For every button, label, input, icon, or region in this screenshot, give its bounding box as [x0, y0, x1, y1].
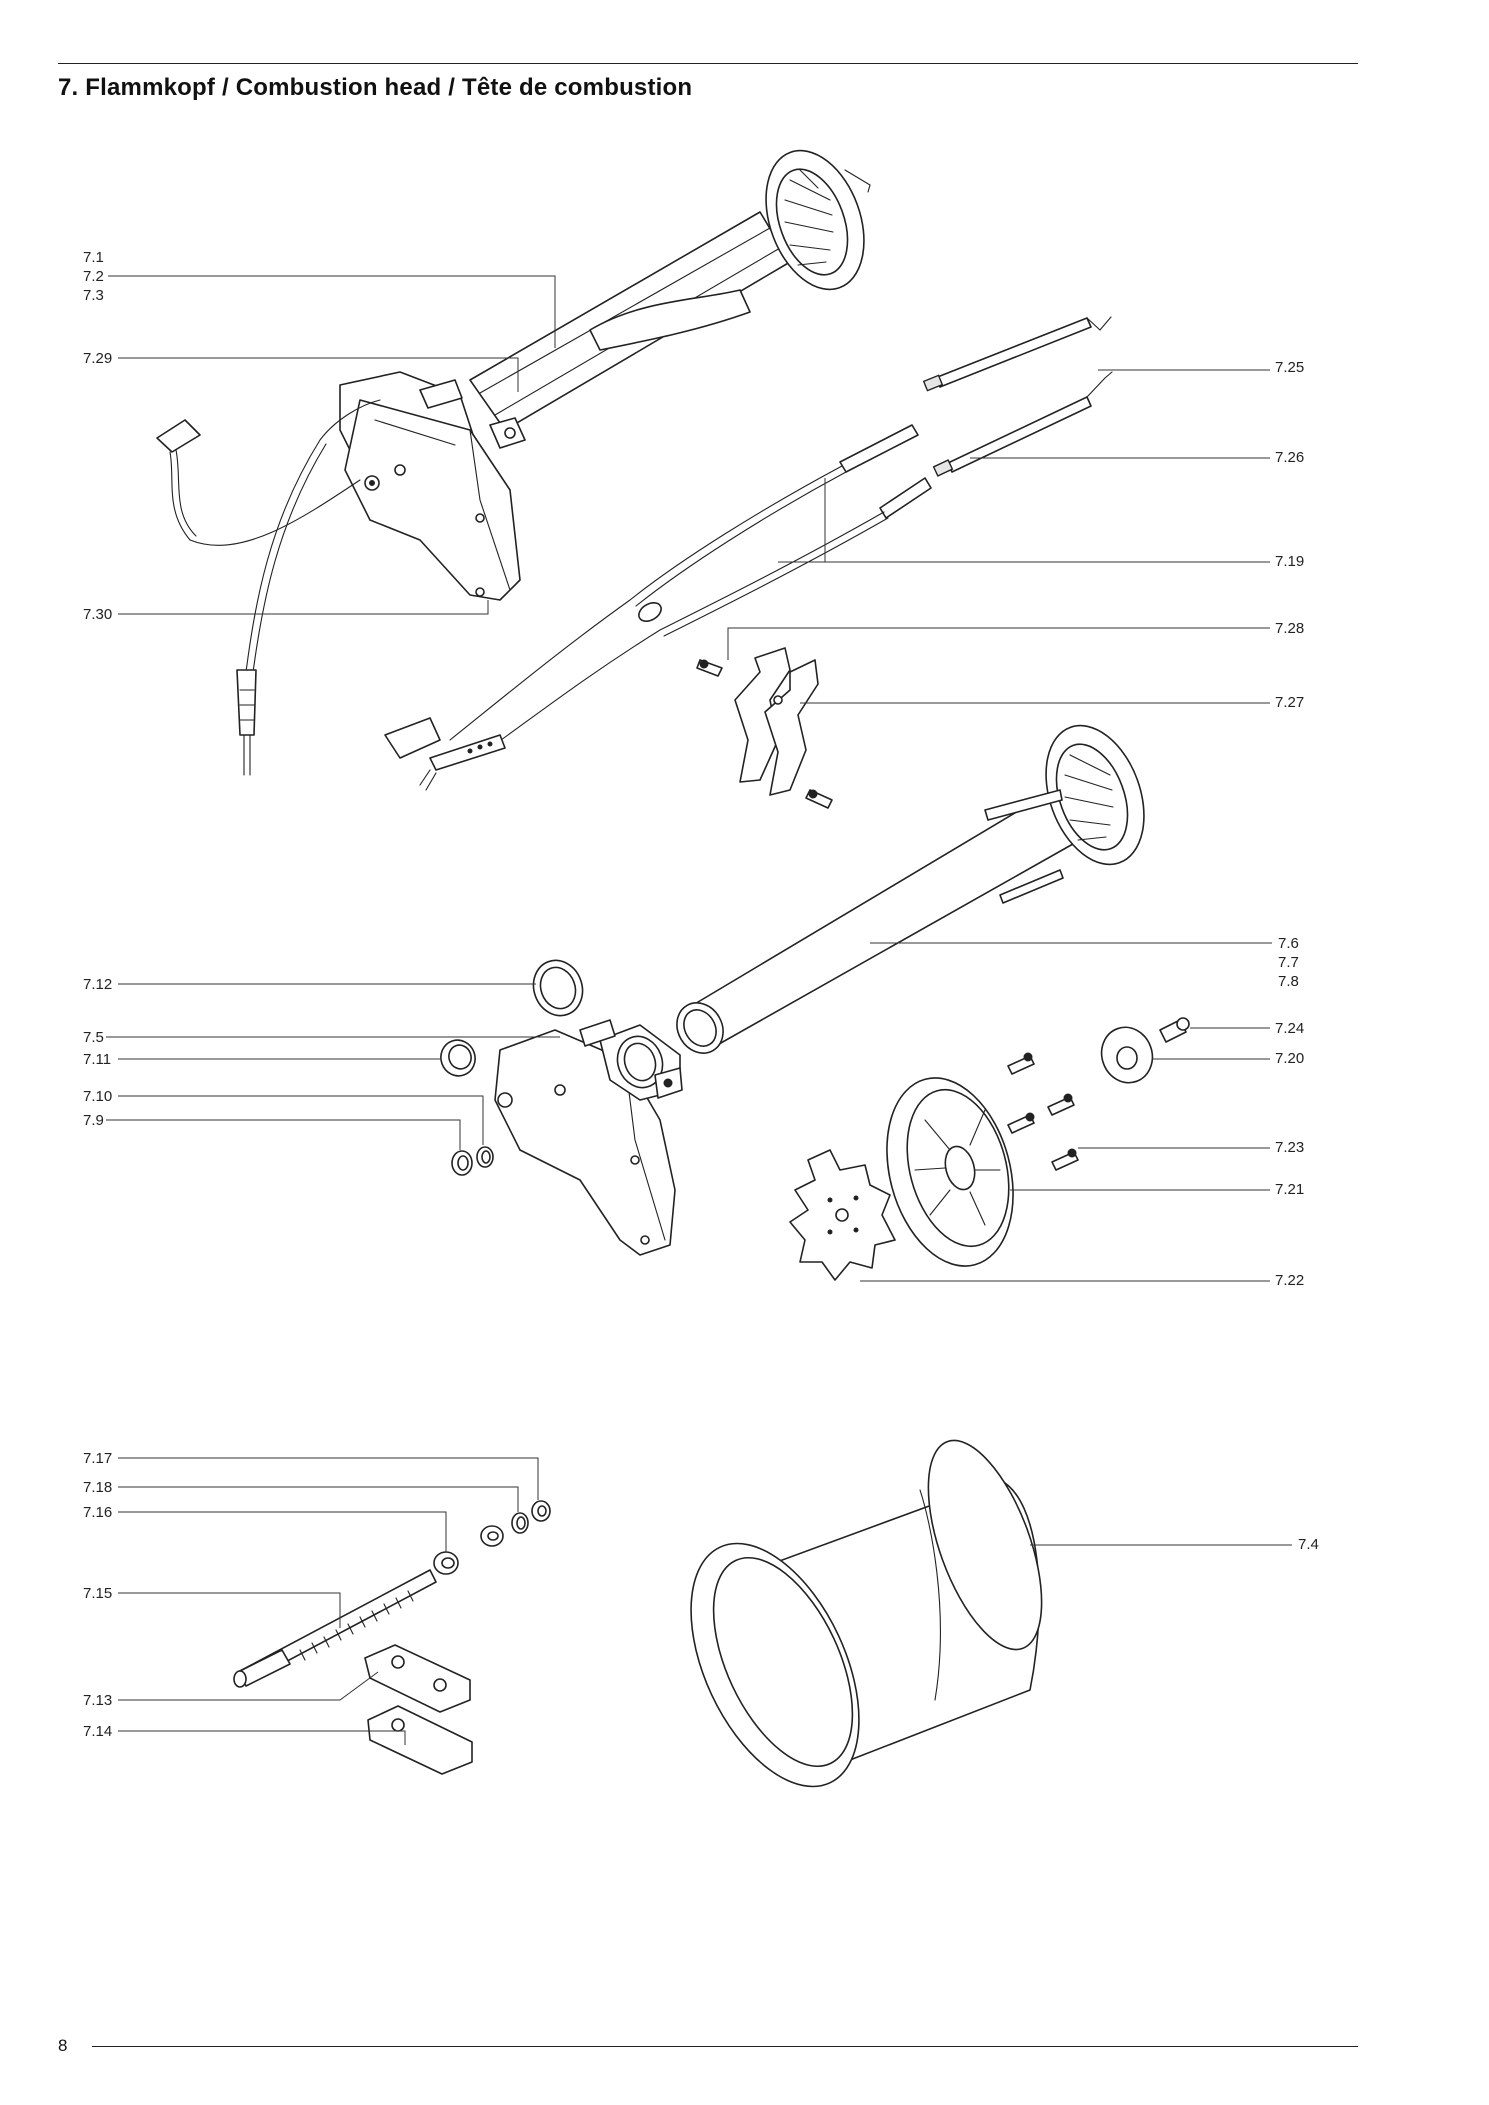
callout-7-17: 7.17 [83, 1450, 112, 1467]
callout-7-12: 7.12 [83, 976, 112, 993]
top-rule [58, 63, 1358, 64]
callout-7-28: 7.28 [1275, 620, 1304, 637]
callout-7-16: 7.16 [83, 1504, 112, 1521]
callouts-left: 7.1 7.2 7.3 7.29 7.30 7.12 7.5 7.11 7.10… [83, 249, 560, 1745]
callout-7-8: 7.8 [1278, 973, 1299, 990]
callout-7-6: 7.6 [1278, 935, 1299, 952]
callout-7-1: 7.1 [83, 249, 104, 266]
callout-7-25: 7.25 [1275, 359, 1304, 376]
ignition-electrodes-drawing [922, 316, 1113, 477]
callout-7-2: 7.2 [83, 268, 104, 285]
adjustment-screw-drawing [233, 1500, 551, 1775]
callout-7-23: 7.23 [1275, 1139, 1304, 1156]
callout-7-3: 7.3 [83, 287, 104, 304]
callout-7-21: 7.21 [1275, 1181, 1304, 1198]
callout-7-15: 7.15 [83, 1585, 112, 1602]
callout-7-24: 7.24 [1275, 1020, 1304, 1037]
callout-7-27: 7.27 [1275, 694, 1304, 711]
ignition-cable-drawing [384, 424, 932, 791]
burner-housing-drawing [440, 959, 683, 1256]
callout-7-4: 7.4 [1298, 1536, 1319, 1553]
nozzle-holder-assembly-drawing [156, 149, 871, 776]
callout-7-22: 7.22 [1275, 1272, 1304, 1289]
callout-7-18: 7.18 [83, 1479, 112, 1496]
callout-7-26: 7.26 [1275, 449, 1304, 466]
callout-7-10: 7.10 [83, 1088, 112, 1105]
cable-clamp-drawing [696, 647, 833, 809]
bottom-rule [92, 2046, 1358, 2047]
callout-7-11: 7.11 [83, 1051, 111, 1068]
callout-7-5: 7.5 [83, 1029, 104, 1046]
callout-7-19: 7.19 [1275, 553, 1304, 570]
flame-tube-drawing [690, 1439, 1043, 1788]
callout-7-30: 7.30 [83, 606, 112, 623]
diffuser-drawing [789, 1017, 1190, 1281]
callouts-right: 7.25 7.26 7.19 7.28 7.27 7.6 7.7 7.8 7.2… [727, 359, 1319, 1553]
page-title: 7. Flammkopf / Combustion head / Tête de… [58, 74, 693, 101]
callout-7-9: 7.9 [83, 1112, 104, 1129]
page-number: 8 [58, 2036, 68, 2055]
blast-tube-drawing [676, 724, 1145, 1054]
callout-7-7: 7.7 [1278, 954, 1299, 971]
callout-7-29: 7.29 [83, 350, 112, 367]
callout-7-14: 7.14 [83, 1723, 112, 1740]
callout-7-20: 7.20 [1275, 1050, 1304, 1067]
callout-7-13: 7.13 [83, 1692, 112, 1709]
